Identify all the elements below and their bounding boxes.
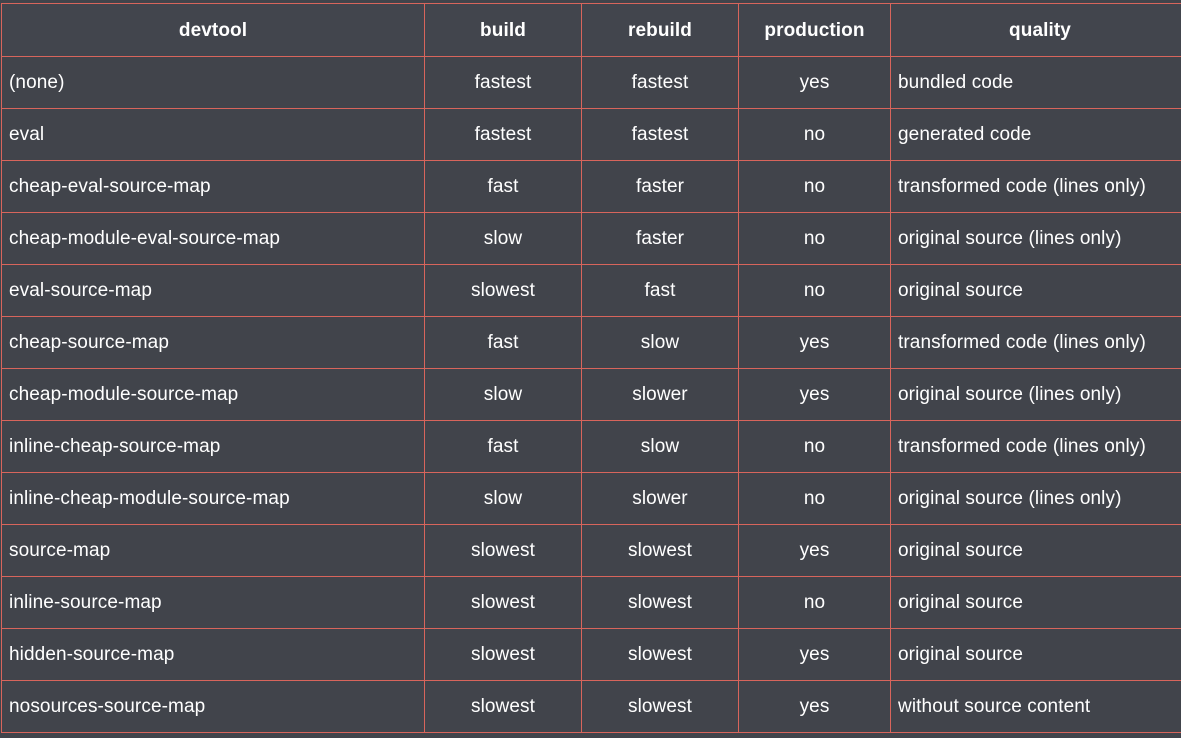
header-quality: quality — [890, 3, 1181, 57]
cell-quality: original source — [890, 264, 1181, 317]
cell-quality: generated code — [890, 108, 1181, 161]
cell-build: slowest — [424, 680, 582, 733]
header-devtool: devtool — [1, 3, 425, 57]
table-row: inline-cheap-module-source-map slow slow… — [1, 472, 1181, 525]
cell-quality: without source content — [890, 680, 1181, 733]
cell-devtool: cheap-module-source-map — [1, 368, 425, 421]
cell-build: slow — [424, 212, 582, 265]
cell-production: no — [738, 264, 891, 317]
cell-devtool: nosources-source-map — [1, 680, 425, 733]
cell-build: fastest — [424, 108, 582, 161]
cell-build: slowest — [424, 628, 582, 681]
table-row: cheap-module-source-map slow slower yes … — [1, 368, 1181, 421]
cell-quality: transformed code (lines only) — [890, 160, 1181, 213]
cell-production: yes — [738, 56, 891, 109]
table-row: (none) fastest fastest yes bundled code — [1, 56, 1181, 109]
cell-rebuild: slower — [581, 368, 739, 421]
cell-devtool: cheap-source-map — [1, 316, 425, 369]
cell-build: slowest — [424, 524, 582, 577]
cell-production: no — [738, 212, 891, 265]
header-build: build — [424, 3, 582, 57]
header-production: production — [738, 3, 891, 57]
cell-build: slowest — [424, 264, 582, 317]
cell-rebuild: slowest — [581, 680, 739, 733]
cell-production: no — [738, 472, 891, 525]
cell-rebuild: slow — [581, 316, 739, 369]
cell-rebuild: slow — [581, 420, 739, 473]
cell-build: fast — [424, 420, 582, 473]
cell-devtool: cheap-eval-source-map — [1, 160, 425, 213]
cell-production: no — [738, 108, 891, 161]
cell-rebuild: slowest — [581, 524, 739, 577]
cell-rebuild: fast — [581, 264, 739, 317]
cell-production: yes — [738, 524, 891, 577]
table-row: cheap-module-eval-source-map slow faster… — [1, 212, 1181, 265]
header-rebuild: rebuild — [581, 3, 739, 57]
cell-quality: transformed code (lines only) — [890, 420, 1181, 473]
cell-build: slowest — [424, 576, 582, 629]
cell-quality: original source (lines only) — [890, 212, 1181, 265]
table-header-row: devtool build rebuild production quality — [1, 3, 1181, 57]
cell-rebuild: faster — [581, 212, 739, 265]
cell-build: fastest — [424, 56, 582, 109]
cell-devtool: eval — [1, 108, 425, 161]
table-row: eval-source-map slowest fast no original… — [1, 264, 1181, 317]
cell-rebuild: fastest — [581, 56, 739, 109]
cell-devtool: cheap-module-eval-source-map — [1, 212, 425, 265]
cell-production: no — [738, 420, 891, 473]
cell-production: yes — [738, 680, 891, 733]
cell-quality: original source — [890, 576, 1181, 629]
cell-build: slow — [424, 472, 582, 525]
cell-production: no — [738, 160, 891, 213]
cell-build: slow — [424, 368, 582, 421]
table-row: source-map slowest slowest yes original … — [1, 524, 1181, 577]
table-row: eval fastest fastest no generated code — [1, 108, 1181, 161]
cell-rebuild: fastest — [581, 108, 739, 161]
cell-devtool: source-map — [1, 524, 425, 577]
cell-devtool: inline-source-map — [1, 576, 425, 629]
cell-production: no — [738, 576, 891, 629]
cell-rebuild: slower — [581, 472, 739, 525]
cell-quality: original source — [890, 524, 1181, 577]
cell-devtool: inline-cheap-module-source-map — [1, 472, 425, 525]
table-row: cheap-eval-source-map fast faster no tra… — [1, 160, 1181, 213]
table-row: inline-cheap-source-map fast slow no tra… — [1, 420, 1181, 473]
table-row: nosources-source-map slowest slowest yes… — [1, 680, 1181, 733]
cell-production: yes — [738, 368, 891, 421]
cell-build: fast — [424, 316, 582, 369]
cell-rebuild: faster — [581, 160, 739, 213]
cell-devtool: eval-source-map — [1, 264, 425, 317]
cell-quality: original source (lines only) — [890, 368, 1181, 421]
table-row: inline-source-map slowest slowest no ori… — [1, 576, 1181, 629]
table-row: hidden-source-map slowest slowest yes or… — [1, 628, 1181, 681]
cell-devtool: inline-cheap-source-map — [1, 420, 425, 473]
cell-rebuild: slowest — [581, 628, 739, 681]
cell-quality: original source (lines only) — [890, 472, 1181, 525]
cell-devtool: hidden-source-map — [1, 628, 425, 681]
devtool-comparison-table: devtool build rebuild production quality… — [1, 3, 1181, 733]
cell-build: fast — [424, 160, 582, 213]
cell-production: yes — [738, 316, 891, 369]
cell-quality: bundled code — [890, 56, 1181, 109]
cell-devtool: (none) — [1, 56, 425, 109]
cell-production: yes — [738, 628, 891, 681]
cell-quality: original source — [890, 628, 1181, 681]
cell-rebuild: slowest — [581, 576, 739, 629]
cell-quality: transformed code (lines only) — [890, 316, 1181, 369]
table-row: cheap-source-map fast slow yes transform… — [1, 316, 1181, 369]
